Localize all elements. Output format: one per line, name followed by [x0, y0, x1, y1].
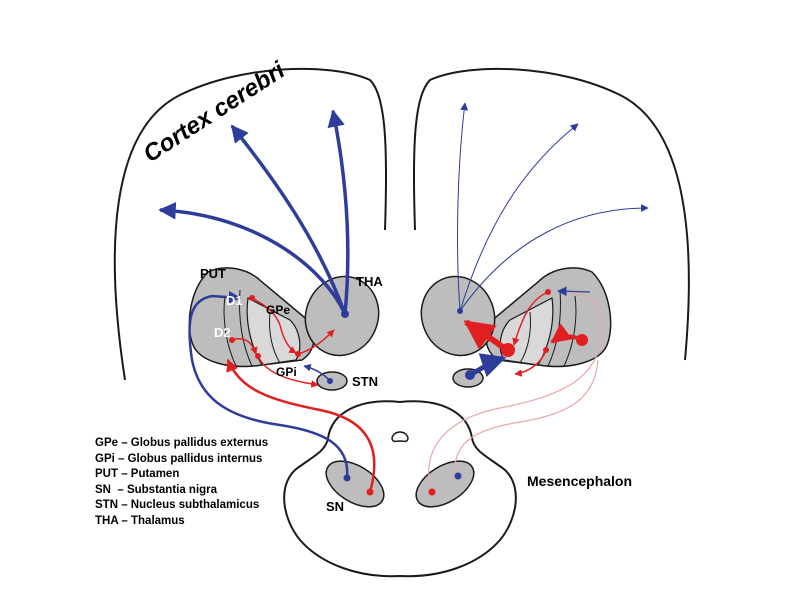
putamen-right-stripe-1	[563, 295, 577, 367]
gpi-label: GPi	[276, 365, 297, 379]
neuron-dot-sn-right-red	[428, 488, 436, 496]
thalamocortical-arrow-3	[327, 109, 350, 315]
sn-label: SN	[326, 499, 344, 514]
cortex-cerebri-label: Cortex cerebri	[139, 56, 291, 168]
neuron-dot-gpe-left	[255, 353, 261, 359]
indirect-pathway-left-1	[231, 338, 258, 355]
stn-label: STN	[352, 374, 378, 389]
legend-item: GPe – Globus pallidus externus	[95, 437, 269, 449]
neuron-dot-gpi-right	[501, 343, 515, 357]
legend-item: PUT – Putamen	[95, 468, 180, 480]
tha-label: THA	[356, 274, 383, 289]
neuron-dot-gpi-left	[295, 351, 301, 357]
neuron-dot-sn-left-blue	[343, 474, 351, 482]
put-label: PUT	[200, 266, 226, 281]
neuron-dot-d1-right	[545, 289, 551, 295]
thalamocortical-arrow-right-3	[459, 204, 649, 312]
neuron-dot-tha-left	[341, 310, 349, 318]
aqueduct-shape	[391, 431, 409, 443]
gpi-right-divider	[519, 311, 531, 364]
legend-item: SN – Substantia nigra	[95, 483, 218, 496]
nigrostriatal-faint-right-2	[454, 359, 599, 479]
thalamocortical-arrow-right-1	[457, 102, 469, 312]
neuron-dot-d2-left	[229, 337, 235, 343]
abbreviation-legend: GPe – Globus pallidus externus GPi – Glo…	[95, 436, 268, 529]
nigrostriatal-blue-left	[188, 290, 349, 479]
left-hemisphere-outline	[113, 67, 388, 381]
mesencephalon-outline	[283, 400, 517, 578]
indirect-pathway-left-2	[257, 355, 319, 388]
d1-label: D1	[226, 293, 243, 308]
neuron-dot-sn-right-blue	[454, 472, 462, 480]
neuron-dot-stn-left	[327, 378, 333, 384]
stn-gpi-right-thick	[468, 353, 507, 378]
neuron-dot-gpe-right	[543, 347, 549, 353]
direct-pathway-left	[251, 297, 297, 354]
pallidothalamic-left	[297, 329, 335, 355]
neuron-dot-d2-right	[576, 334, 588, 346]
legend-item: GPi – Globus pallidus internus	[95, 452, 263, 465]
gpi-left-divider	[269, 311, 281, 364]
nigrostriatal-red-left	[226, 358, 376, 493]
gpe-label: GPe	[266, 303, 290, 317]
direct-pathway-right	[512, 291, 549, 346]
globus-pallidus-left	[246, 297, 301, 366]
nigrostriatal-blue-right-tip	[557, 286, 591, 297]
thalamocortical-arrow-2	[230, 124, 347, 315]
right-hemisphere-outline	[412, 67, 690, 361]
legend-item: STN – Nucleus subthalamicus	[95, 499, 260, 511]
neuron-dot-sn-left-red	[366, 488, 374, 496]
nigrostriatal-faint-right-1	[428, 291, 603, 493]
mesencephalon-label: Mesencephalon	[527, 473, 632, 489]
thalamocortical-arrow-1	[158, 202, 347, 315]
neuron-dot-d1-left	[249, 295, 255, 301]
substantia-nigra-right	[415, 460, 475, 508]
legend-item: THA – Thalamus	[95, 514, 185, 527]
neuron-dot-tha-right	[457, 308, 463, 314]
neuron-dot-stn-right	[465, 370, 475, 380]
indirect-pathway-right-2	[514, 349, 547, 377]
d2-label: D2	[214, 325, 231, 340]
thalamocortical-arrow-right-2	[459, 123, 579, 312]
